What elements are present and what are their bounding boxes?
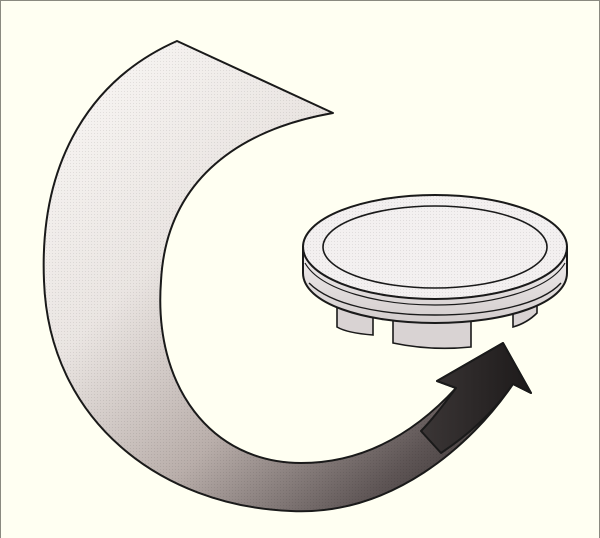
round-part-icon: [303, 195, 567, 348]
